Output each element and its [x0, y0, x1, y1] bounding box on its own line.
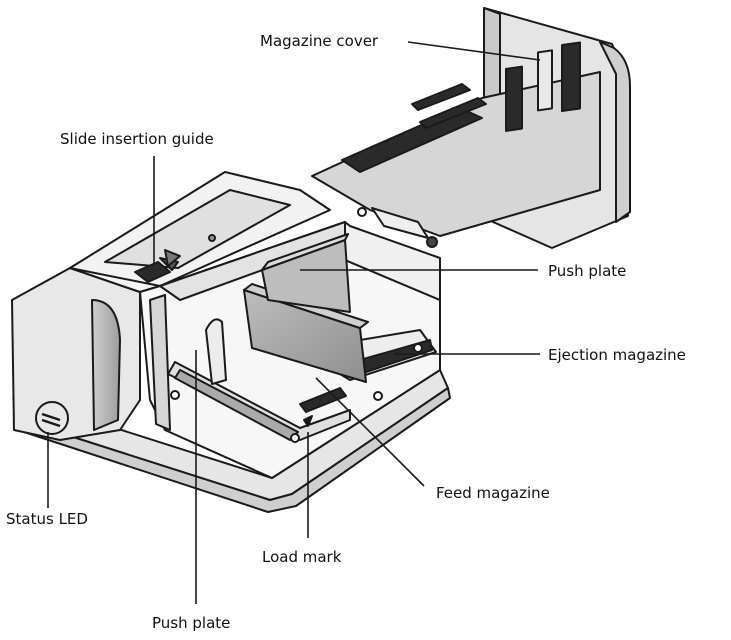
label-ejection-magazine: Ejection magazine [548, 346, 686, 364]
label-status-led: Status LED [6, 510, 88, 528]
magazine-cover [311, 7, 631, 249]
status-led [35, 401, 69, 435]
label-magazine-cover: Magazine cover [260, 32, 379, 50]
label-load-mark: Load mark [262, 548, 342, 566]
label-push-plate-top: Push plate [548, 262, 627, 280]
label-push-plate-bottom: Push plate [152, 614, 231, 632]
label-feed-magazine: Feed magazine [436, 484, 550, 502]
leader-lines [47, 41, 541, 604]
push-plates [205, 233, 369, 385]
label-slide-insertion-guide: Slide insertion guide [60, 130, 214, 148]
leader-feed-magazine [315, 377, 425, 487]
leader-magazine-cover [407, 41, 541, 61]
